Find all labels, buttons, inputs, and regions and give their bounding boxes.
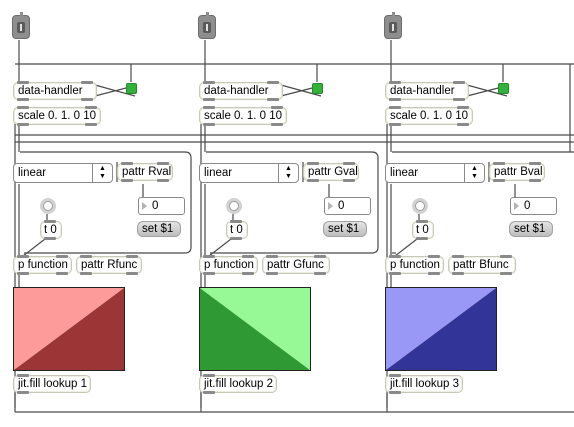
data-handler-object[interactable]: data-handler xyxy=(199,81,283,101)
jit-fill-object[interactable]: jit.fill lookup 3 xyxy=(385,374,463,394)
bang-button[interactable] xyxy=(226,198,242,214)
interpolation-menu[interactable]: linear ▲▼ xyxy=(199,163,299,183)
chevron-updown-icon: ▲▼ xyxy=(92,164,112,182)
jit-fill-label: jit.fill lookup 2 xyxy=(204,378,274,390)
bang-icon xyxy=(43,201,53,211)
data-handler-object[interactable]: data-handler xyxy=(385,81,469,101)
function-subpatch-label: p function xyxy=(204,259,254,271)
number-box-value: 0 xyxy=(152,200,159,212)
function-display[interactable] xyxy=(13,287,125,371)
interpolation-menu-value: linear xyxy=(204,167,233,179)
scale-object[interactable]: scale 0. 1. 0 10 xyxy=(199,106,287,126)
trigger-label: t 0 xyxy=(44,224,57,236)
number-box[interactable]: 0 xyxy=(510,197,557,215)
bang-button[interactable] xyxy=(40,198,56,214)
inlet-icon xyxy=(17,22,25,33)
data-handler-object[interactable]: data-handler xyxy=(13,81,97,101)
scale-label: scale 0. 1. 0 10 xyxy=(204,110,282,122)
trigger-object[interactable]: t 0 xyxy=(412,220,434,240)
scale-object[interactable]: scale 0. 1. 0 10 xyxy=(385,106,473,126)
data-handler-label: data-handler xyxy=(204,85,269,97)
pattr-val-object[interactable]: pattr Bval xyxy=(489,162,545,182)
jit-fill-label: jit.fill lookup 1 xyxy=(18,378,88,390)
pattr-func-object[interactable]: pattr Gfunc xyxy=(262,255,330,275)
trigger-label: t 0 xyxy=(416,224,429,236)
inlet-2[interactable] xyxy=(198,12,216,39)
inlet-icon xyxy=(389,22,397,33)
trigger-object[interactable]: t 0 xyxy=(40,220,62,240)
pattr-val-label: pattr Rval xyxy=(122,166,172,178)
number-box[interactable]: 0 xyxy=(138,197,185,215)
function-display[interactable] xyxy=(199,287,311,371)
toggle[interactable] xyxy=(126,83,137,94)
toggle[interactable] xyxy=(498,83,509,94)
triangle-icon xyxy=(328,202,333,210)
scale-label: scale 0. 1. 0 10 xyxy=(390,110,468,122)
jit-fill-label: jit.fill lookup 3 xyxy=(390,378,460,390)
interpolation-menu-value: linear xyxy=(390,167,419,179)
pattr-func-object[interactable]: pattr Bfunc xyxy=(448,255,516,275)
data-handler-label: data-handler xyxy=(18,85,83,97)
set-message-label: set $1 xyxy=(514,223,546,235)
number-box[interactable]: 0 xyxy=(324,197,371,215)
bang-icon xyxy=(229,201,239,211)
pattr-val-label: pattr Gval xyxy=(308,166,358,178)
function-subpatch[interactable]: p function xyxy=(13,255,72,275)
pattr-func-label: pattr Bfunc xyxy=(453,259,509,271)
function-display[interactable] xyxy=(385,287,497,371)
set-message-label: set $1 xyxy=(142,223,174,235)
chevron-updown-icon: ▲▼ xyxy=(464,164,484,182)
trigger-object[interactable]: t 0 xyxy=(226,220,248,240)
pattr-func-object[interactable]: pattr Rfunc xyxy=(76,255,142,275)
scale-label: scale 0. 1. 0 10 xyxy=(18,110,96,122)
interpolation-menu[interactable]: linear ▲▼ xyxy=(13,163,113,183)
pattr-val-label: pattr Bval xyxy=(494,166,543,178)
jit-fill-object[interactable]: jit.fill lookup 2 xyxy=(199,374,277,394)
function-subpatch[interactable]: p function xyxy=(385,255,444,275)
jit-fill-object[interactable]: jit.fill lookup 1 xyxy=(13,374,91,394)
bang-button[interactable] xyxy=(412,198,428,214)
set-message-label: set $1 xyxy=(328,223,360,235)
trigger-label: t 0 xyxy=(230,224,243,236)
number-box-value: 0 xyxy=(524,200,531,212)
triangle-icon xyxy=(142,202,147,210)
chevron-updown-icon: ▲▼ xyxy=(278,164,298,182)
inlet-icon xyxy=(203,22,211,33)
data-handler-label: data-handler xyxy=(390,85,455,97)
pattr-func-label: pattr Rfunc xyxy=(81,259,138,271)
interpolation-menu-value: linear xyxy=(18,167,47,179)
pattr-func-label: pattr Gfunc xyxy=(267,259,324,271)
function-subpatch-label: p function xyxy=(390,259,440,271)
set-message[interactable]: set $1 xyxy=(509,221,553,237)
triangle-icon xyxy=(514,202,519,210)
pattr-val-object[interactable]: pattr Gval xyxy=(303,162,359,182)
pattr-val-object[interactable]: pattr Rval xyxy=(117,162,173,182)
bang-icon xyxy=(415,201,425,211)
set-message[interactable]: set $1 xyxy=(323,221,367,237)
function-subpatch-label: p function xyxy=(18,259,68,271)
scale-object[interactable]: scale 0. 1. 0 10 xyxy=(13,106,101,126)
interpolation-menu[interactable]: linear ▲▼ xyxy=(385,163,485,183)
number-box-value: 0 xyxy=(338,200,345,212)
set-message[interactable]: set $1 xyxy=(137,221,181,237)
function-subpatch[interactable]: p function xyxy=(199,255,258,275)
inlet-1[interactable] xyxy=(12,12,30,39)
toggle[interactable] xyxy=(312,83,323,94)
inlet-3[interactable] xyxy=(384,12,402,39)
